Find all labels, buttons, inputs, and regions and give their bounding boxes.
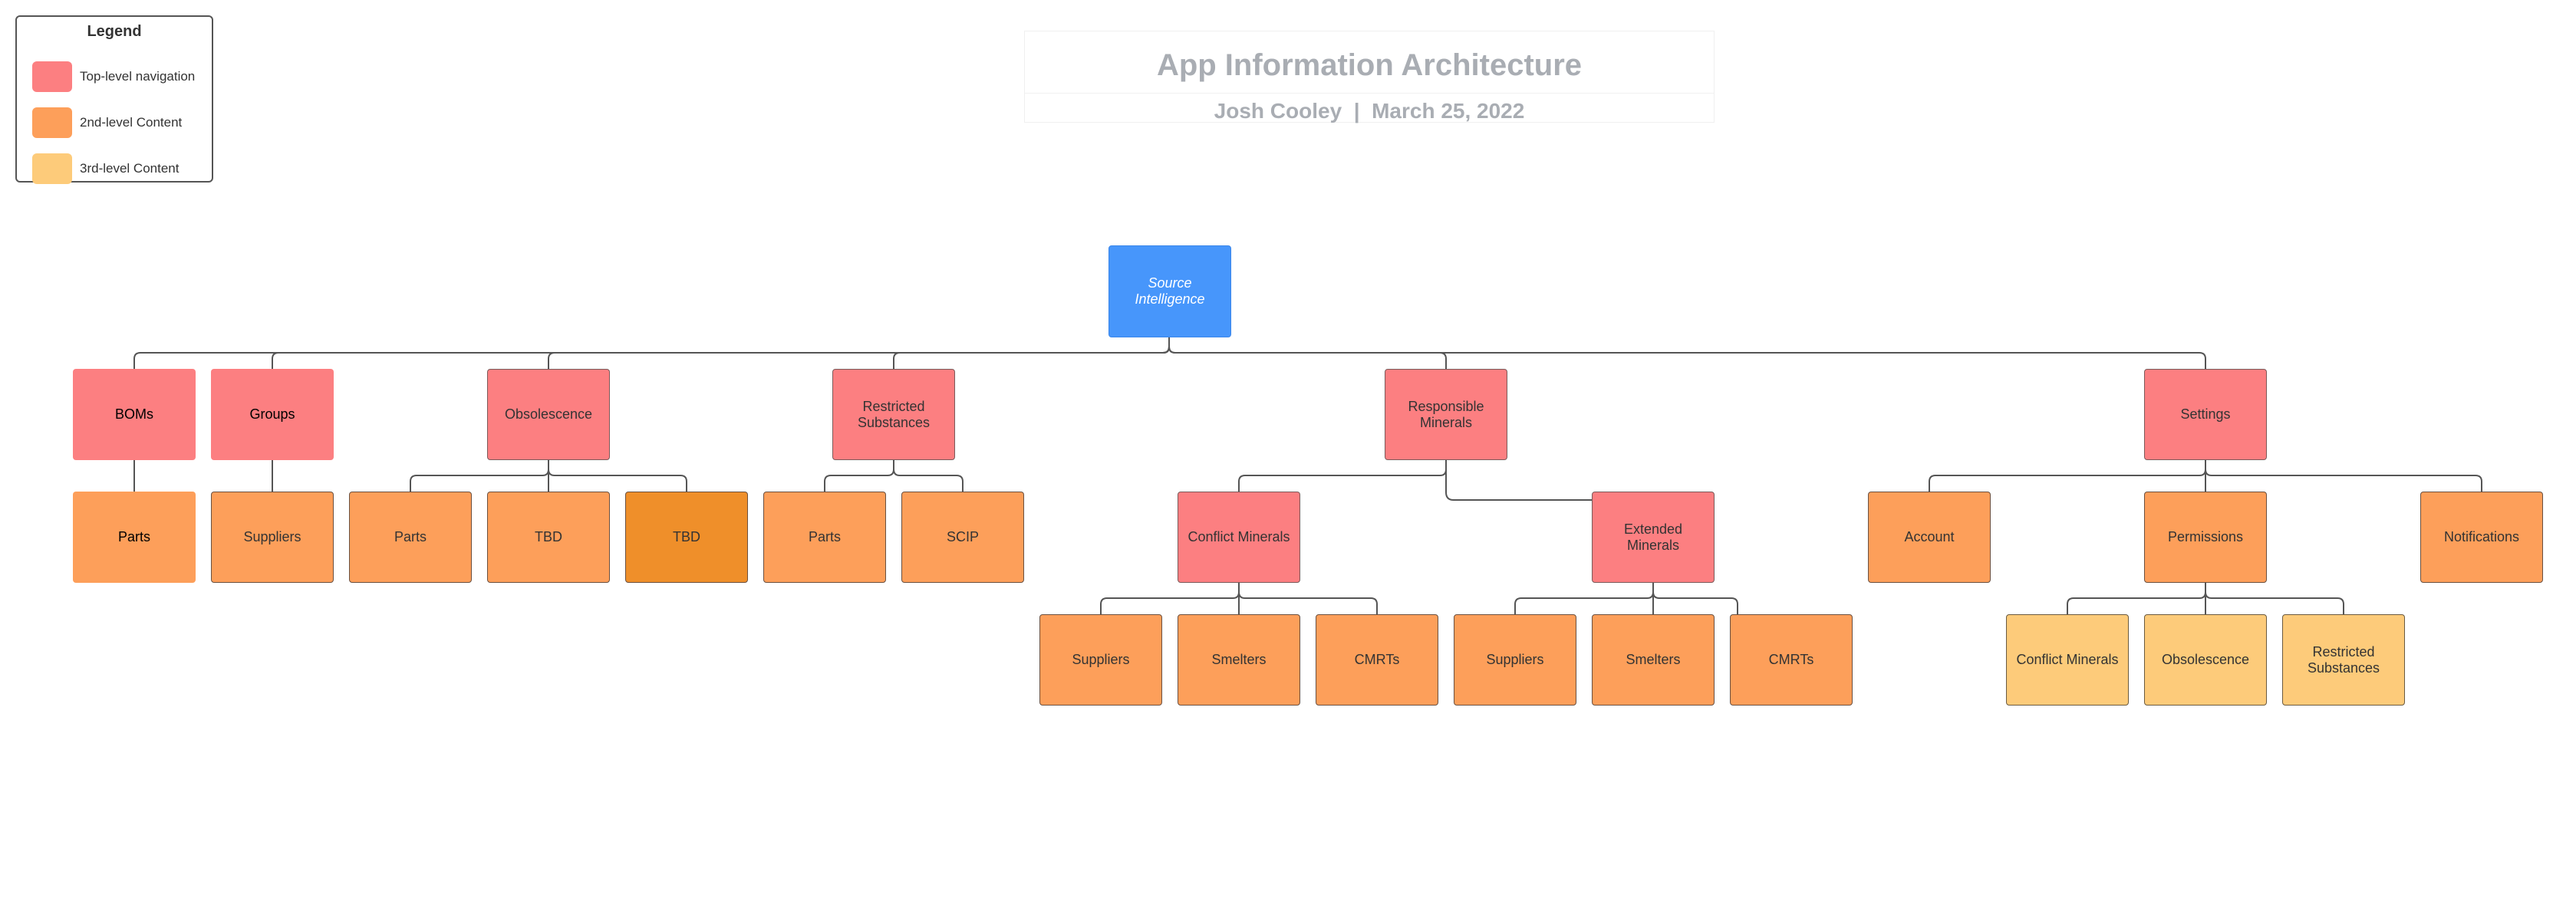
connector-rs-parts (824, 460, 894, 492)
connector-set-account (1929, 460, 2206, 492)
node-extended-suppliers[interactable]: Suppliers (1454, 614, 1576, 706)
node-extended-minerals[interactable]: Extended Minerals (1592, 492, 1715, 583)
header-divider (1025, 93, 1714, 94)
connector-em-suppliers (1514, 583, 1654, 614)
node-obsolescence-tbd-highlighted[interactable]: TBD (625, 492, 748, 583)
connector-root-settings (1168, 337, 2206, 369)
node-settings-permissions[interactable]: Permissions (2144, 492, 2267, 583)
node-settings-account[interactable]: Account (1868, 492, 1991, 583)
connector-rm-conflict (1238, 460, 1447, 492)
node-extended-cmrts[interactable]: CMRTs (1730, 614, 1853, 706)
node-conflict-cmrts[interactable]: CMRTs (1316, 614, 1438, 706)
connector-perm-restricted (2205, 583, 2344, 614)
diagram-title: App Information Architecture (1156, 48, 1583, 82)
node-obsolescence-parts[interactable]: Parts (349, 492, 472, 583)
connector-rm-extended (1445, 460, 1593, 501)
legend-label: 3rd-level Content (80, 161, 180, 176)
diagram-subtitle: Josh Cooley | March 25, 2022 (1214, 99, 1525, 123)
legend-swatch-top-level (32, 61, 72, 92)
connector-root-restricted (893, 337, 1170, 369)
node-permissions-conflict-minerals[interactable]: Conflict Minerals (2006, 614, 2129, 706)
node-permissions-obsolescence[interactable]: Obsolescence (2144, 614, 2267, 706)
legend-label: 2nd-level Content (80, 115, 183, 130)
connector-cm-cmrts (1238, 583, 1378, 614)
legend-swatch-second-level (32, 107, 72, 138)
node-conflict-suppliers[interactable]: Suppliers (1039, 614, 1162, 706)
legend-label: Top-level navigation (80, 69, 196, 84)
node-boms[interactable]: BOMs (73, 369, 196, 460)
node-obsolescence[interactable]: Obsolescence (487, 369, 610, 460)
node-restricted-substances[interactable]: Restricted Substances (832, 369, 955, 460)
node-groups[interactable]: Groups (211, 369, 334, 460)
node-source-intelligence[interactable]: Source Intelligence (1108, 245, 1231, 337)
connector-perm-conflict (2067, 583, 2206, 614)
node-settings-notifications[interactable]: Notifications (2420, 492, 2543, 583)
connector-set-notifications (2205, 460, 2482, 492)
node-extended-smelters[interactable]: Smelters (1592, 614, 1715, 706)
connector-obs-tbd2 (548, 460, 687, 492)
node-permissions-restricted-substances[interactable]: Restricted Substances (2282, 614, 2405, 706)
connector-obs-parts (410, 460, 549, 492)
node-conflict-smelters[interactable]: Smelters (1178, 614, 1300, 706)
connector-rs-scip (893, 460, 964, 492)
legend-title: Legend (87, 23, 142, 40)
node-conflict-minerals[interactable]: Conflict Minerals (1178, 492, 1300, 583)
node-restricted-parts[interactable]: Parts (763, 492, 886, 583)
node-responsible-minerals[interactable]: Responsible Minerals (1385, 369, 1507, 460)
node-settings[interactable]: Settings (2144, 369, 2267, 460)
legend-swatch-third-level (32, 153, 72, 184)
connector-cm-suppliers (1100, 583, 1240, 614)
connector-em-cmrts (1652, 583, 1738, 614)
node-groups-suppliers[interactable]: Suppliers (211, 492, 334, 583)
diagram-header: App Information Architecture Josh Cooley… (1024, 31, 1715, 123)
legend: Legend Top-level navigation 2nd-level Co… (15, 15, 213, 184)
node-restricted-scip[interactable]: SCIP (901, 492, 1024, 583)
node-boms-parts[interactable]: Parts (73, 492, 196, 583)
node-obsolescence-tbd[interactable]: TBD (487, 492, 610, 583)
